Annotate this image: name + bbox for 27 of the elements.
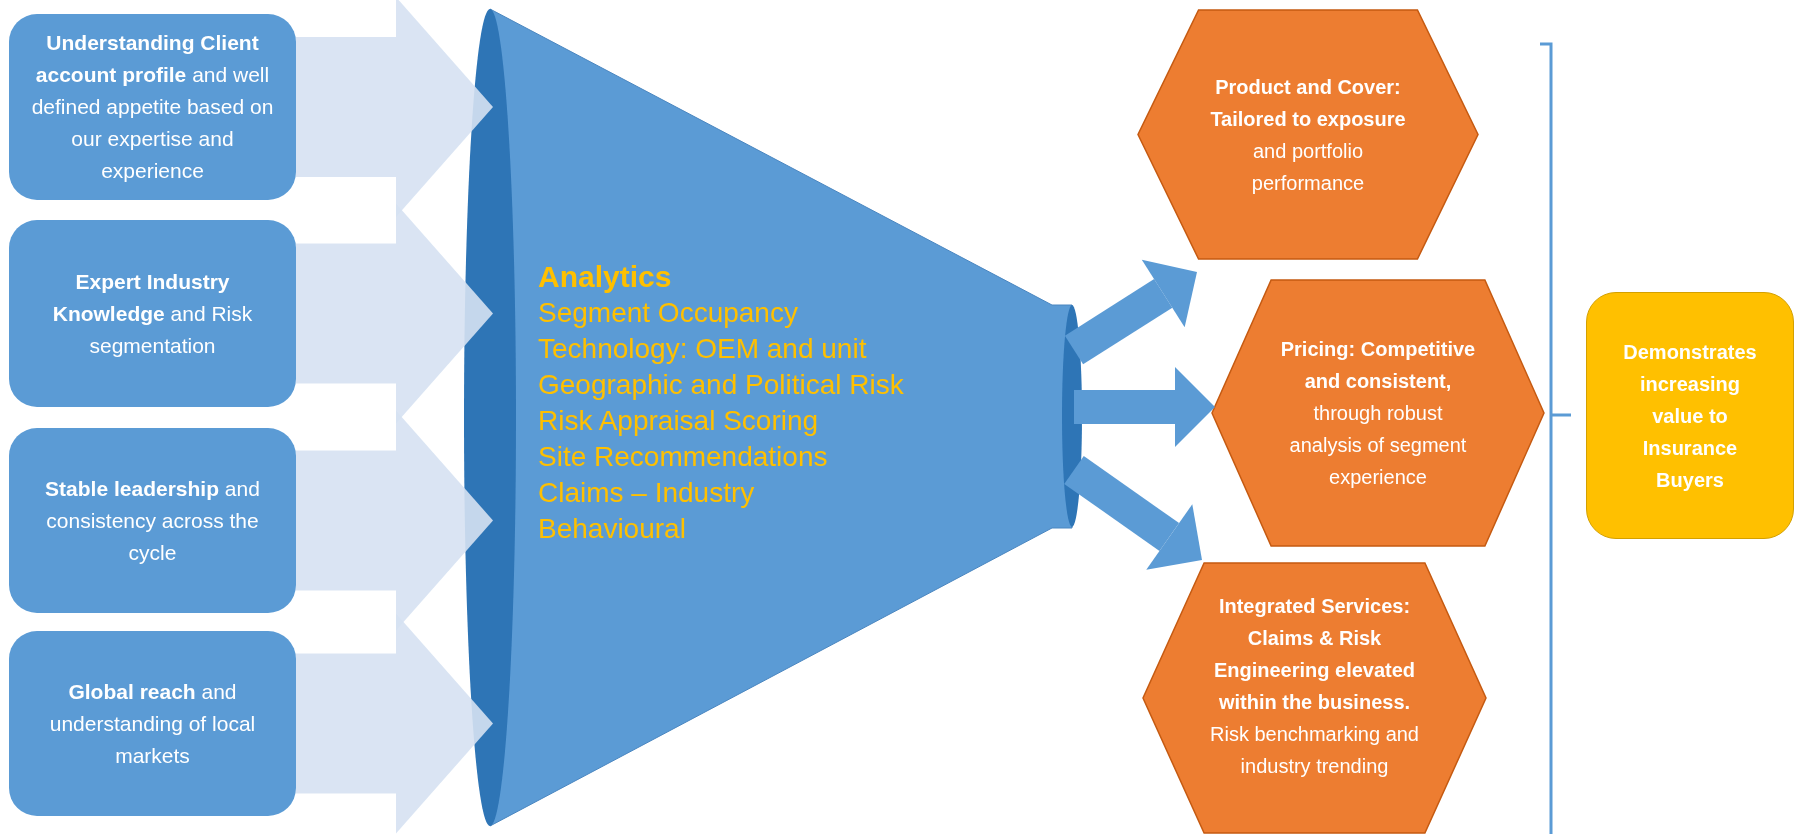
rounded-box [9,631,296,816]
rounded-box [1586,292,1794,539]
heading: Analytics [538,259,672,295]
description: Stable leadership and consistency across the cycle [44,475,261,566]
list-item: Geographic and Political Risk [538,368,904,402]
result-text: Demonstrates increasing value to Insurance Buyers [1622,339,1758,493]
list-item: Risk Appraisal Scoring [538,404,819,438]
rounded-box [9,220,296,407]
block-arrow [1064,456,1202,570]
description: Integrated Services: Claims & Risk Engineering elevated within the business. Risk benchmarking and industry trending [1209,594,1420,779]
list-item: Technology: OEM and unit [538,332,867,366]
description: Global reach and understanding of local markets [48,678,257,769]
list-item: Site Recommendations [538,440,828,474]
list-item: Segment Occupancy [538,296,798,330]
description: Pricing: Competitive and consistent, through robust analysis of segment experience [1279,337,1477,490]
hexagon [1142,562,1487,834]
list-item: Behavioural [538,512,686,546]
hexagon [1137,9,1479,260]
block-arrow [1064,259,1197,365]
description: Expert Industry Knowledge and Risk segmentation [51,268,254,359]
rounded-box [9,14,296,200]
block-arrow [1074,367,1215,447]
description: Product and Cover: Tailored to exposure and portfolio performance [1209,74,1407,196]
list-item: Claims – Industry [538,476,755,510]
description: Understanding Client account profile and well defined appetite based on our expertise and experience [31,30,274,184]
hexagon [1211,279,1545,547]
rounded-box [9,428,296,613]
